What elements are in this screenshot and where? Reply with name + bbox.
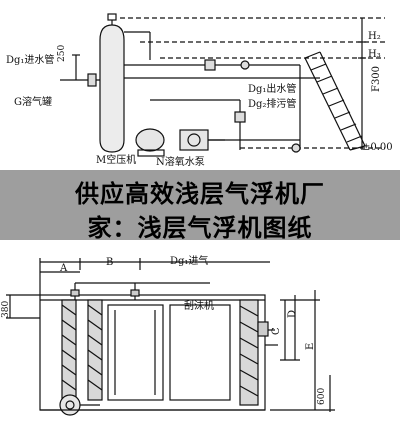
- label-zero: ±0.00: [362, 142, 393, 153]
- label-f300: F300: [371, 65, 382, 92]
- label-drain: Dg₂排污管: [248, 99, 297, 110]
- caption-banner: 供应高效浅层气浮机厂 家：浅层气浮机图纸: [0, 170, 400, 242]
- caption-line-2: 家：浅层气浮机图纸: [87, 214, 313, 242]
- label-b: B: [106, 257, 114, 268]
- left-wall: [61, 299, 103, 401]
- label-380: 380: [1, 300, 11, 318]
- label-e: E: [305, 342, 316, 350]
- side-valve: [257, 321, 269, 337]
- chamber-1: [107, 304, 164, 401]
- label-pump: N溶氧水泵: [156, 157, 205, 168]
- label-600: 600: [317, 387, 327, 405]
- inlet-valve: [87, 73, 97, 87]
- inclined-tank: [304, 51, 366, 151]
- air-compressor: [135, 128, 165, 157]
- label-tank: G溶气罐: [14, 97, 52, 108]
- label-c: C: [271, 327, 282, 335]
- pipe-valve: [204, 59, 216, 71]
- label-250: 250: [57, 44, 67, 62]
- chamber-2: [169, 304, 231, 401]
- water-pump: [179, 129, 225, 151]
- outlet-valve: [234, 111, 246, 123]
- right-wall: [239, 299, 259, 406]
- label-scraper: 刮沫机: [184, 301, 214, 312]
- label-a: A: [60, 263, 68, 274]
- label-outlet: Dg₁出水管: [248, 84, 297, 95]
- caption-line-1: 供应高效浅层气浮机厂: [75, 180, 325, 208]
- label-air: Dg₁进气: [170, 256, 209, 267]
- label-h2: H₂: [368, 31, 381, 42]
- label-inlet-pipe: Dg₁进水管: [6, 55, 55, 66]
- air-tank: [99, 13, 151, 153]
- label-h3: H₃: [368, 49, 381, 60]
- label-compressor: M空压机: [96, 155, 137, 166]
- label-d: D: [287, 309, 298, 318]
